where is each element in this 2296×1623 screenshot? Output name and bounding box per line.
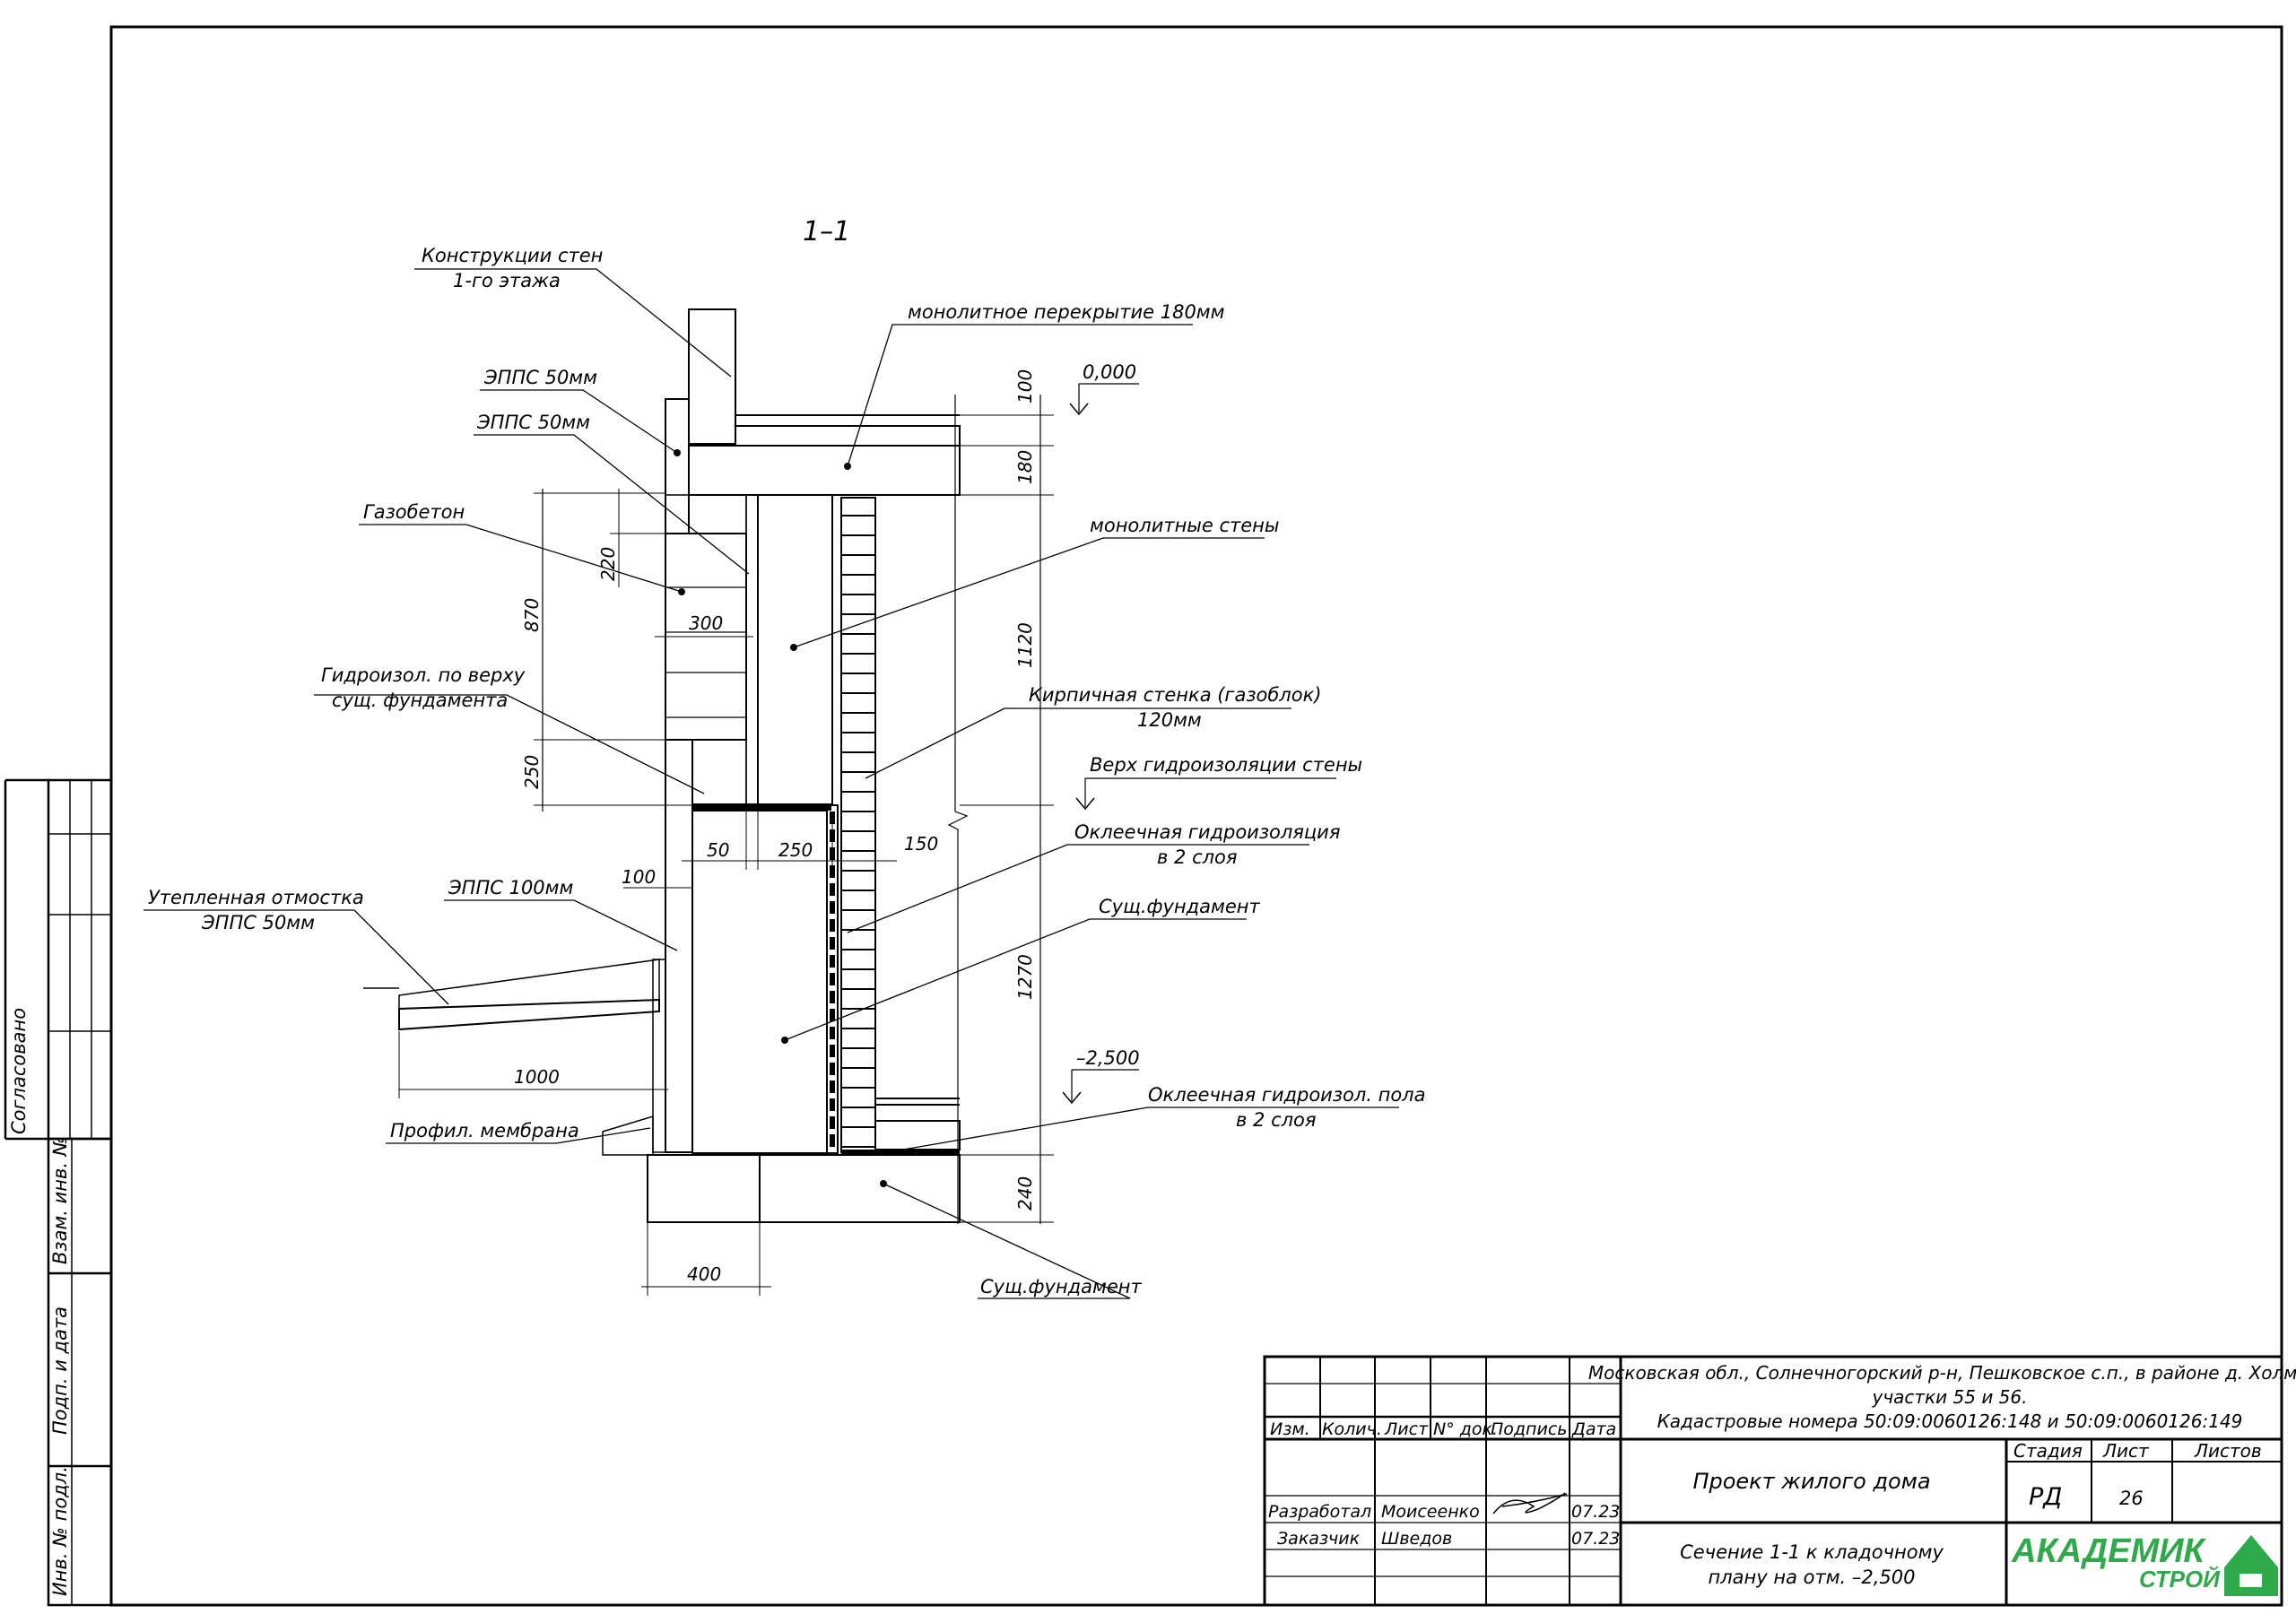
company-logo: АКАДЕМИК СТРОЙ [2011, 1532, 2278, 1596]
hydro-top-strip [692, 803, 831, 811]
callout-mono-walls: монолитные стены [1090, 515, 1280, 536]
tb-date-1: 07.23 [1571, 1502, 1620, 1522]
tb-stage-label: Стадия [2013, 1440, 2083, 1462]
callout-brick-1: Кирпичная стенка (газоблок) [1029, 684, 1321, 706]
callout-floor-2: в 2 слоя [1236, 1109, 1317, 1131]
side-inv-orig: Инв. № подл. [49, 1466, 71, 1596]
section-drawing [363, 308, 969, 1224]
tb-sheet-label: Лист [2102, 1440, 2150, 1462]
callout-membrane: Профил. мембрана [390, 1120, 579, 1141]
tb-sheets-label: Листов [2194, 1440, 2262, 1462]
side-inv-replace: Взам. инв. № [49, 1136, 71, 1264]
dim-300: 300 [689, 612, 723, 634]
house-icon [2224, 1535, 2278, 1596]
callout-epps1: ЭППС 50мм [483, 367, 597, 388]
dim-1120: 1120 [1014, 622, 1036, 668]
logo-sub: СТРОЙ [2139, 1566, 2221, 1593]
callout-gazobeton: Газобетон [363, 501, 465, 523]
callout-pasted-2: в 2 слоя [1157, 846, 1238, 868]
dim-240: 240 [1014, 1176, 1036, 1211]
callout-blind-1: Утепленная отмостка [148, 887, 364, 908]
tb-stage: РД [2029, 1483, 2062, 1511]
dim-150: 150 [904, 833, 938, 855]
logo-main: АКАДЕМИК [2011, 1532, 2206, 1570]
dim-100-left: 100 [622, 866, 656, 888]
callout-walls-1: Конструкции стен [422, 245, 603, 266]
tb-name-2: Шведов [1381, 1529, 1452, 1549]
dim-250b: 250 [778, 839, 813, 861]
callout-texts: Конструкции стен 1-го этажа монолитное п… [148, 245, 1425, 1298]
tb-h-doc: N° док. [1433, 1419, 1498, 1439]
tb-h-list: Лист [1384, 1419, 1429, 1439]
side-agreed: Согласовано [8, 1008, 30, 1134]
callout-found: Сущ.фундамент [1099, 896, 1261, 917]
tb-address-3: Кадастровые номера 50:09:0060126:148 и 5… [1657, 1410, 2243, 1432]
tb-sheet-title-1: Сечение 1-1 к кладочному [1680, 1541, 1944, 1563]
epps-strip-upper [665, 398, 690, 534]
tb-h-kol: Колич. [1322, 1419, 1382, 1439]
callout-brick-2: 120мм [1137, 709, 1202, 731]
footing [647, 1154, 761, 1223]
callout-epps2: ЭППС 50мм [476, 412, 590, 433]
tb-sheet: 26 [2119, 1488, 2144, 1509]
dim-220: 220 [597, 547, 619, 581]
dimensions: 100 180 1120 1270 240 870 250 220 300 50… [398, 369, 1054, 1296]
callout-slab: монолитное перекрытие 180мм [908, 301, 1225, 323]
callout-hydro-wall: Верх гидроизоляции стены [1090, 754, 1362, 776]
slab [688, 445, 961, 496]
tb-h-sign: Подпись [1491, 1419, 1567, 1439]
dim-180: 180 [1014, 450, 1036, 484]
tb-address-1: Московская обл., Солнечногорский р-н, Пе… [1588, 1362, 2296, 1384]
epps-foundation [665, 739, 693, 1153]
upper-wall [688, 308, 736, 445]
slab-topping [735, 425, 961, 447]
dim-50: 50 [707, 839, 729, 861]
epps-inner [745, 494, 759, 806]
tb-role-2: Заказчик [1277, 1529, 1361, 1549]
side-sign-date: Подп. и дата [49, 1306, 71, 1435]
brick-wall [840, 497, 876, 1153]
level-minus: –2,500 [1076, 1047, 1140, 1069]
callout-hydro-top-2: сущ. фундамента [332, 690, 508, 711]
section-label: 1–1 [803, 216, 850, 247]
existing-foundation [691, 810, 828, 1154]
side-stamp: Согласовано Взам. инв. № Подп. и дата Ин… [4, 778, 113, 1607]
callouts [144, 268, 1399, 1299]
level-zero: 0,000 [1083, 361, 1136, 383]
callout-dots [674, 449, 887, 1187]
dim-250: 250 [521, 755, 543, 789]
tb-h-date: Дата [1571, 1419, 1616, 1439]
title-block: Изм. Колич. Лист N° док. Подпись Дата Ра… [1263, 1355, 2296, 1607]
callout-blind-2: ЭППС 50мм [201, 912, 315, 933]
callout-pasted-1: Оклеечная гидроизоляция [1074, 821, 1340, 843]
dim-100-top: 100 [1014, 369, 1036, 404]
tb-h-izm: Изм. [1270, 1419, 1310, 1439]
floor-slab [874, 1120, 961, 1150]
tb-role-1: Разработал [1268, 1502, 1371, 1522]
signature [1492, 1492, 1568, 1515]
tb-address-2: участки 55 и 56. [1872, 1386, 2028, 1408]
tb-sheet-title-2: плану на отм. –2,500 [1708, 1567, 1915, 1588]
dim-1000: 1000 [514, 1066, 560, 1088]
callout-walls-2: 1-го этажа [453, 270, 561, 291]
dim-870: 870 [521, 598, 543, 632]
callout-found2: Сущ.фундамент [980, 1276, 1143, 1298]
level-marks: 0,000 –2,500 [1062, 361, 1336, 1105]
dim-1270: 1270 [1014, 954, 1036, 1000]
tb-date-2: 07.23 [1571, 1529, 1620, 1549]
dim-400: 400 [687, 1263, 721, 1285]
tb-name-1: Моисеенко [1381, 1502, 1480, 1522]
callout-hydro-top-1: Гидроизол. по верху [321, 664, 526, 686]
callout-epps100: ЭППС 100мм [448, 877, 574, 898]
callout-floor-1: Оклеечная гидроизол. пола [1148, 1084, 1425, 1106]
tb-project: Проект жилого дома [1692, 1469, 1930, 1494]
